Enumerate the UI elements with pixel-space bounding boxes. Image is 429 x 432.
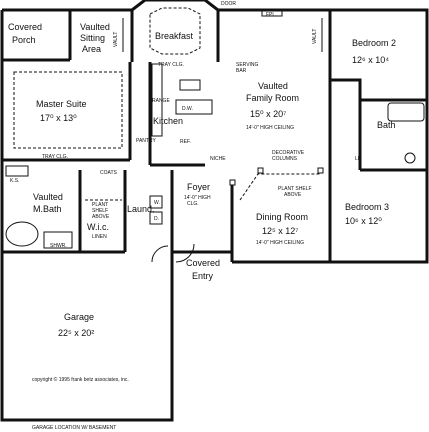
covered-entry-2: Entry bbox=[192, 271, 214, 281]
foyer-ceiling-1: 14'-0" HIGH bbox=[184, 195, 211, 201]
decorative-columns-2: COLUMNS bbox=[272, 156, 298, 162]
ks-label: K.S. bbox=[10, 178, 19, 184]
dryer-box bbox=[149, 211, 163, 225]
dining-room-name: Dining Room bbox=[256, 212, 308, 222]
decorative-columns-1: DECORATIVE bbox=[272, 150, 305, 156]
range-label: RANGE bbox=[152, 98, 170, 104]
fpl-label: FPL. bbox=[266, 12, 277, 18]
wall-garage bbox=[0, 252, 174, 422]
family-room-ceiling: 14'-0" HIGH CEILING bbox=[246, 125, 294, 131]
wall-breakfast-bay bbox=[131, 0, 220, 62]
bedroom3-dims: 10⁶ x 12⁰ bbox=[345, 216, 382, 226]
shower bbox=[43, 231, 73, 249]
serving-bar-label-2: BAR bbox=[236, 68, 247, 74]
breakfast-label: Breakfast bbox=[155, 31, 194, 41]
serving-bar-label-1: SERVING bbox=[236, 62, 259, 68]
foyer-label: Foyer bbox=[187, 182, 210, 192]
column-2 bbox=[317, 167, 324, 174]
covered-porch-label-1: Covered bbox=[8, 22, 42, 32]
coats-label: COATS bbox=[100, 170, 118, 176]
d-label: D. bbox=[154, 216, 159, 222]
column-1 bbox=[257, 167, 264, 174]
vanity bbox=[5, 165, 29, 177]
serving-bar bbox=[175, 99, 213, 115]
mbath-label-2: M.Bath bbox=[33, 204, 62, 214]
vaulted-sitting-label-2: Sitting bbox=[80, 33, 105, 43]
vaulted-sitting-label-1: Vaulted bbox=[80, 22, 110, 32]
plant-shelf-left-1: PLANT bbox=[92, 202, 108, 208]
bedroom3-name: Bedroom 3 bbox=[345, 202, 389, 212]
wall-bed3 bbox=[328, 165, 429, 264]
tray-clg-breakfast: TRAY CLG. bbox=[158, 62, 184, 68]
door-label: DOOR bbox=[221, 1, 236, 7]
details bbox=[5, 7, 425, 263]
plant-shelf-left-2: SHELF bbox=[92, 208, 108, 214]
bathtub bbox=[387, 102, 425, 122]
dining-room-dims: 12⁵ x 12⁷ bbox=[262, 226, 299, 236]
vault-label-left: VAULT bbox=[113, 32, 119, 47]
garage-name: Garage bbox=[64, 312, 94, 322]
dining-room-ceiling: 14'-0" HIGH CEILING bbox=[256, 240, 304, 246]
bedroom2-dims: 12⁶ x 10⁴ bbox=[352, 55, 389, 65]
wall-north-east bbox=[330, 8, 429, 200]
toilet bbox=[404, 152, 416, 164]
family-room-label-1: Vaulted bbox=[258, 81, 288, 91]
laund-label: Laund. bbox=[127, 204, 155, 214]
linen-label: LINEN bbox=[92, 234, 107, 240]
labels: Covered Porch Vaulted Sitting Area VAULT… bbox=[8, 1, 396, 431]
garage-location-note: GARAGE LOCATION W/ BASEMENT bbox=[32, 425, 116, 431]
covered-porch-label-2: Porch bbox=[12, 35, 36, 45]
tray-ceiling-master bbox=[13, 71, 123, 149]
garden-tub bbox=[5, 221, 39, 247]
garage-dims: 22⁵ x 20² bbox=[58, 328, 94, 338]
fireplace bbox=[261, 9, 283, 17]
covered-entry-1: Covered bbox=[186, 258, 220, 268]
ref-label: REF. bbox=[180, 139, 191, 145]
bath-label: Bath bbox=[377, 120, 396, 130]
master-suite-dims: 17⁰ x 13⁰ bbox=[40, 113, 77, 123]
vaulted-sitting-label-3: Area bbox=[82, 44, 101, 54]
door-swing-entry bbox=[175, 243, 195, 263]
wall-bed2-south bbox=[330, 78, 427, 102]
foyer-ceiling-2: CLG. bbox=[187, 201, 199, 207]
copyright-text: copyright © 1995 frank betz associates, … bbox=[32, 376, 129, 383]
pantry-label: PANTRY bbox=[136, 138, 156, 144]
wic-label: W.i.c. bbox=[87, 222, 109, 232]
kitchen-island bbox=[179, 79, 201, 91]
plant-shelf-right-1: PLANT SHELF bbox=[278, 186, 312, 192]
washer-box bbox=[149, 195, 163, 209]
walls bbox=[0, 0, 429, 422]
mbath-label-1: Vaulted bbox=[33, 192, 63, 202]
plant-shelf-right-2: ABOVE bbox=[284, 192, 302, 198]
tray-ceiling-breakfast bbox=[149, 7, 201, 55]
kitchen-counter-west bbox=[151, 63, 163, 137]
family-room-dims: 15⁰ x 20⁷ bbox=[250, 109, 286, 119]
master-suite-name: Master Suite bbox=[36, 99, 87, 109]
niche-label: NICHE bbox=[210, 156, 226, 162]
w-label: W. bbox=[154, 200, 160, 206]
plant-shelf-right bbox=[239, 173, 320, 201]
door-swing-garage bbox=[151, 245, 169, 263]
shwr-label: SHWR. bbox=[50, 243, 67, 249]
ln-label: LN bbox=[355, 156, 362, 162]
plant-shelf-left-3: ABOVE bbox=[92, 214, 110, 220]
family-room-label-2: Family Room bbox=[246, 93, 299, 103]
kitchen-label: Kitchen bbox=[153, 116, 183, 126]
tray-clg-master: TRAY CLG. bbox=[42, 154, 68, 160]
bedroom2-name: Bedroom 2 bbox=[352, 38, 396, 48]
dw-label: D.W. bbox=[182, 106, 193, 112]
vault-label-right: VAULT bbox=[312, 29, 318, 44]
column-3 bbox=[229, 179, 236, 186]
